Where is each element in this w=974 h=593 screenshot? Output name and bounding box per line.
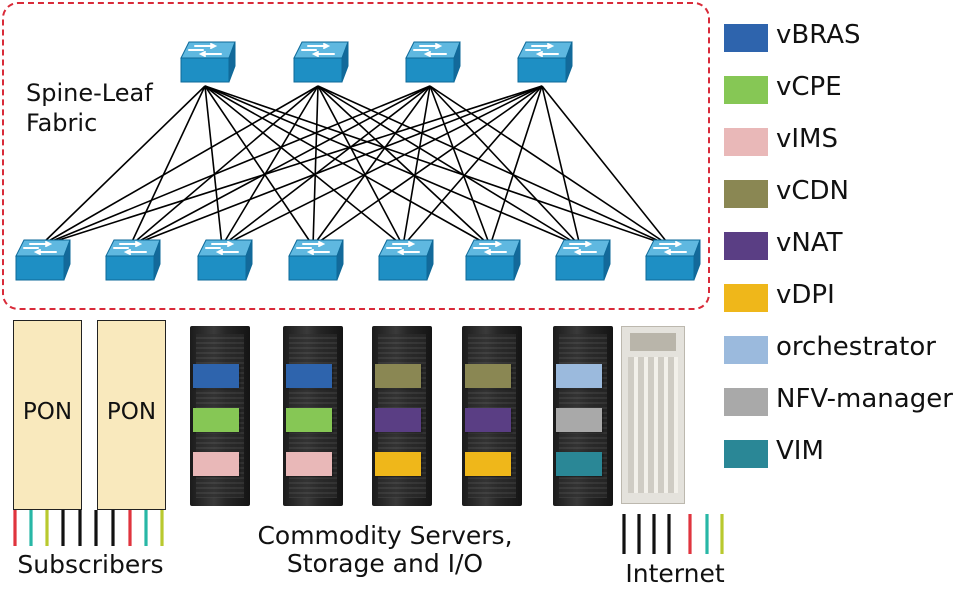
fabric-link [204,85,581,247]
spine-leaf-fabric-boundary [2,2,710,310]
legend-label: VIM [776,436,824,466]
vnf-block-vcpe [286,408,332,432]
pon-unit-1: PON [13,320,82,510]
fabric-link [204,85,404,247]
fabric-label-line2: Fabric [26,109,98,137]
legend-swatch [724,76,768,104]
spine-switch-icon [517,41,573,83]
legend-label: vCPE [776,72,842,102]
server-rack [372,326,432,506]
servers-caption-line2: Storage and I/O [286,549,484,578]
leaf-switch-icon [197,239,253,281]
fabric-link [317,85,581,247]
leaf-switch-icon [15,239,71,281]
fabric-link [402,85,431,247]
vnf-block-vbras [286,364,332,388]
spine-switch-icon [405,41,461,83]
legend-swatch [724,284,768,312]
vnf-block-vdpi [465,452,511,476]
servers-caption-line1: Commodity Servers, [257,521,513,550]
subscribers-caption: Subscribers [17,550,164,579]
legend-label: NFV-manager [776,384,953,414]
fabric-link [204,85,223,247]
internet-caption: Internet [625,559,725,588]
fabric-link [429,85,491,247]
legend-label: vNAT [776,228,843,258]
vnf-block-vim [556,452,602,476]
vnf-block-vims [193,452,239,476]
fabric-link [317,85,404,247]
leaf-switch-icon [288,239,344,281]
pon-unit-2: PON [97,320,166,510]
fabric-link [204,85,491,247]
vnf-block-vnat [465,408,511,432]
leaf-switch-icon [378,239,434,281]
fabric-link [129,85,431,247]
fabric-link [429,85,581,247]
legend-label: vDPI [776,280,835,310]
fabric-link [221,85,543,247]
spine-switch-icon [293,41,349,83]
legend-swatch [724,24,768,52]
fabric-link [129,85,206,247]
legend-label: orchestrator [776,332,936,362]
fabric-link [312,85,319,247]
fabric-link [204,85,314,247]
leaf-switch-icon [555,239,611,281]
fabric-link [402,85,543,247]
leaf-switch-icon [465,239,521,281]
fabric-link [317,85,491,247]
leaf-switch-icon [105,239,161,281]
internet-router-chassis [621,326,685,504]
vnf-block-vcpe [193,408,239,432]
fabric-link [489,85,543,247]
legend-swatch [724,440,768,468]
spine-leaf-topology [15,41,701,281]
pon-label: PON [106,399,157,425]
vnf-block-orchestrator [556,364,602,388]
legend-label: vCDN [776,176,850,206]
vnf-block-vbras [193,364,239,388]
fabric-link [39,85,431,247]
spine-switch-icon [180,41,236,83]
fabric-link [541,85,671,247]
fabric-link [204,85,671,247]
fabric-link [39,85,543,247]
fabric-link [221,85,431,247]
vnf-block-vnat [375,408,421,432]
vnf-block-nfv-manager [556,408,602,432]
vnf-block-vcdn [375,364,421,388]
server-rack [283,326,343,506]
server-rack [462,326,522,506]
legend-label: vBRAS [776,20,861,50]
vnf-block-vdpi [375,452,421,476]
legend-label: vIMS [776,124,838,154]
legend-swatch [724,336,768,364]
vnf-block-vims [286,452,332,476]
server-rack [190,326,250,506]
fabric-link [312,85,431,247]
server-rack [553,326,613,506]
fabric-label-line1: Spine-Leaf [26,79,153,107]
pon-label: PON [22,399,73,425]
fabric-link [39,85,206,247]
legend-swatch [724,180,768,208]
servers-caption: Commodity Servers, Storage and I/O [230,522,540,578]
fabric-link [129,85,543,247]
fabric-link [129,85,319,247]
leaf-switch-icon [645,239,701,281]
legend-swatch [724,388,768,416]
fabric-link [312,85,543,247]
legend-swatch [724,232,768,260]
legend-swatch [724,128,768,156]
vnf-block-vcdn [465,364,511,388]
fabric-link [541,85,581,247]
fabric-link [221,85,319,247]
fabric-link [39,85,319,247]
fabric-link [429,85,671,247]
fabric-link [317,85,671,247]
fabric-label: Spine-Leaf Fabric [26,78,153,138]
